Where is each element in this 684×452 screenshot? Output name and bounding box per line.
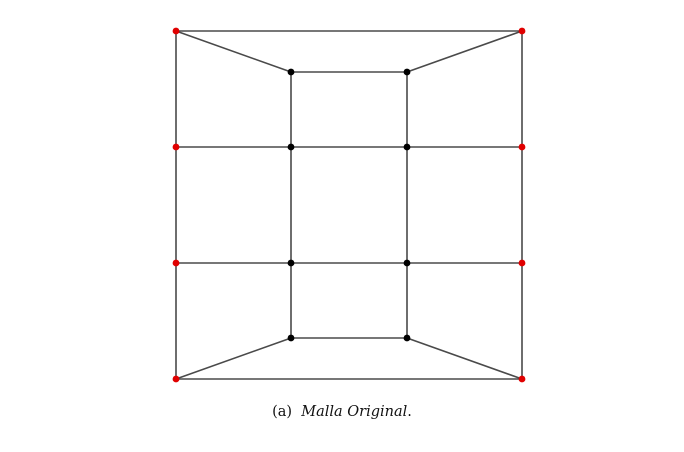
diagonal-bottom-right [406,337,523,380]
boundary-node [518,27,526,35]
interior-node [403,259,411,267]
boundary-node [172,143,180,151]
diagonal-top-left [175,30,292,73]
interior-node [403,68,411,76]
caption-end: . [407,404,412,420]
interior-nodes [287,68,411,342]
caption-label: (a) [272,404,293,420]
diagonal-bottom-left [175,337,292,380]
interior-node [287,68,295,76]
interior-node [403,334,411,342]
interior-node [287,334,295,342]
interior-node [287,259,295,267]
boundary-nodes [172,27,526,383]
interior-node [403,143,411,151]
figure-caption: (a) Malla Original. [0,404,684,420]
boundary-node [172,375,180,383]
boundary-node [518,143,526,151]
boundary-node [172,27,180,35]
boundary-node [172,259,180,267]
interior-node [287,143,295,151]
caption-title: Malla Original [301,404,408,420]
mesh-edges [175,30,523,380]
boundary-node [518,259,526,267]
boundary-node [518,375,526,383]
diagonal-top-right [406,30,523,73]
